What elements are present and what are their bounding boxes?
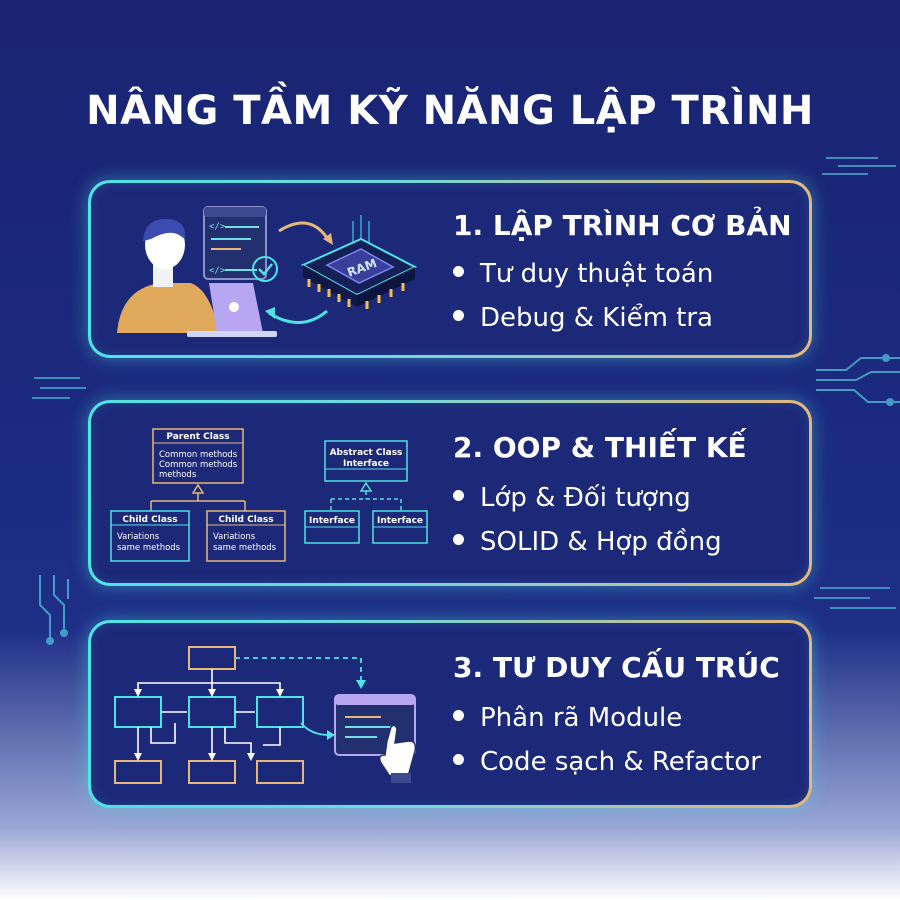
card-3-bullet-2: Code sạch & Refactor	[453, 747, 761, 777]
programming-illustration: </> </>	[117, 206, 418, 337]
page-title: NÂNG TẦM KỸ NĂNG LẬP TRÌNH	[86, 88, 814, 134]
card-2-bullet-2: SOLID & Hợp đồng	[453, 527, 722, 557]
card-structured-thinking: 3. TƯ DUY CẤU TRÚC Phân rã Module Code s…	[88, 620, 812, 808]
child-class-box	[110, 510, 190, 562]
bullet-dot-icon	[453, 490, 464, 501]
svg-text:Variations: Variations	[117, 532, 160, 542]
card-3-bullet-1: Phân rã Module	[453, 703, 682, 733]
svg-text:same methods: same methods	[213, 543, 277, 553]
parent-class-box	[152, 428, 244, 484]
svg-text:Interface: Interface	[309, 516, 355, 526]
svg-text:Interface: Interface	[377, 516, 423, 526]
oop-class-diagram: Parent Class Common methods Common metho…	[110, 428, 428, 562]
svg-text:Common methods: Common methods	[159, 450, 238, 460]
card-3-title: 3. TƯ DUY CẤU TRÚC	[453, 651, 780, 684]
card-basic-programming: </> </>	[88, 180, 812, 358]
card-1-bullet-1: Tư duy thuật toán	[453, 259, 713, 289]
programmer-laptop-icon	[117, 218, 277, 337]
circuit-decoration-left-mid	[32, 377, 86, 399]
check-icon	[252, 256, 278, 282]
ram-chip-icon: RAM	[300, 215, 418, 309]
abstract-class-box	[324, 440, 408, 482]
circuit-decoration-right-mid	[816, 354, 900, 406]
card-oop-design: Parent Class Common methods Common metho…	[88, 400, 812, 586]
svg-text:Child Class: Child Class	[122, 515, 177, 525]
svg-text:</>: </>	[209, 222, 226, 232]
bullet-dot-icon	[453, 754, 464, 765]
svg-text:Child Class: Child Class	[218, 515, 273, 525]
circuit-decoration-right-bottom	[814, 587, 896, 609]
bullet-dot-icon	[453, 710, 464, 721]
svg-text:Common methods: Common methods	[159, 460, 238, 470]
card-1-bullet-2: Debug & Kiểm tra	[453, 303, 713, 333]
svg-text:</>: </>	[209, 266, 226, 276]
child-class-box	[206, 510, 286, 562]
pointer-hand-icon	[378, 724, 417, 783]
svg-text:methods: methods	[159, 470, 197, 480]
svg-text:Parent Class: Parent Class	[166, 432, 229, 442]
svg-text:Variations: Variations	[213, 532, 256, 542]
bullet-dot-icon	[453, 534, 464, 545]
circuit-decoration-right-top	[822, 157, 896, 175]
svg-text:same methods: same methods	[117, 543, 181, 553]
module-flowchart-icon	[114, 646, 417, 784]
card-2-bullet-1: Lớp & Đối tượng	[453, 483, 691, 513]
circuit-decoration-left-bottom	[39, 575, 69, 645]
card-2-title: 2. OOP & THIẾT KẾ	[453, 431, 747, 464]
code-window-icon: </> </>	[203, 206, 267, 280]
card-1-title: 1. LẬP TRÌNH CƠ BẢN	[453, 209, 792, 242]
bullet-dot-icon	[453, 266, 464, 277]
bullet-dot-icon	[453, 310, 464, 321]
svg-text:Interface: Interface	[343, 459, 389, 469]
svg-text:Abstract Class: Abstract Class	[330, 448, 403, 458]
